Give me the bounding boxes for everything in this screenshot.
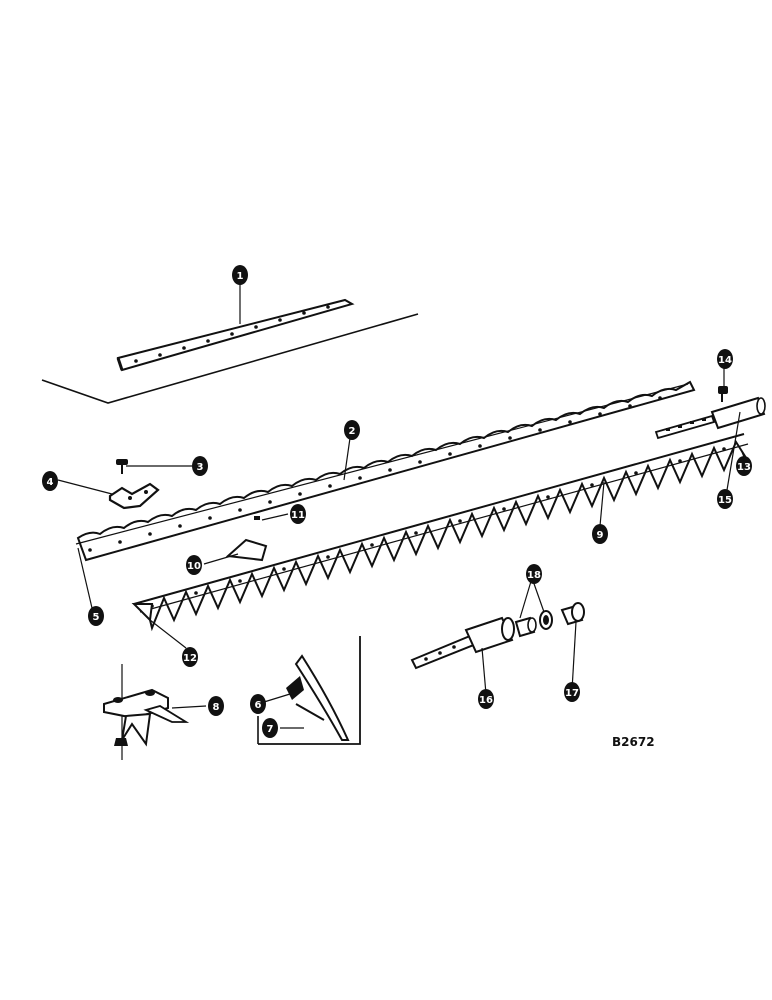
svg-text:12: 12 <box>183 653 197 664</box>
part-11-rivet <box>254 516 260 520</box>
leader-lines <box>57 284 747 729</box>
callout-18: 18 <box>526 564 542 584</box>
svg-text:9: 9 <box>597 530 604 541</box>
callout-5: 5 <box>88 606 104 626</box>
svg-text:14: 14 <box>718 355 732 366</box>
callout-13: 13 <box>736 456 752 476</box>
callout-11: 11 <box>290 504 306 524</box>
drawing-number: B2672 <box>612 735 655 749</box>
svg-text:3: 3 <box>197 462 204 473</box>
part-18-bearing-cups <box>514 610 553 638</box>
svg-text:16: 16 <box>479 695 493 706</box>
part-1-angle-bar <box>41 298 419 404</box>
callout-15: 15 <box>717 489 733 509</box>
callout-12: 12 <box>182 647 198 667</box>
part-4-clip <box>108 482 160 510</box>
part-17-bushing <box>560 602 585 626</box>
part-12-knife-end <box>131 603 154 623</box>
callout-8: 8 <box>208 696 224 716</box>
svg-text:11: 11 <box>291 510 305 521</box>
svg-text:4: 4 <box>47 477 54 488</box>
svg-text:1: 1 <box>237 271 244 282</box>
part-13-knife-back <box>654 414 716 440</box>
svg-text:6: 6 <box>255 700 262 711</box>
svg-text:5: 5 <box>93 612 100 623</box>
part-15-tube <box>710 396 766 430</box>
callout-9: 9 <box>592 524 608 544</box>
svg-text:2: 2 <box>349 426 356 437</box>
hold-down-clip-assembly <box>257 636 361 745</box>
callout-7: 7 <box>262 718 278 738</box>
svg-text:10: 10 <box>187 561 201 572</box>
part-9-knife-sections <box>133 433 751 632</box>
part-3-bolt <box>116 459 128 474</box>
part-8-guard <box>103 664 190 760</box>
part-2-cutter-bar <box>75 380 696 562</box>
svg-text:17: 17 <box>565 688 579 699</box>
callout-3: 3 <box>192 456 208 476</box>
callout-17: 17 <box>564 682 580 702</box>
svg-text:18: 18 <box>527 570 541 581</box>
callout-14: 14 <box>717 349 733 369</box>
callout-16: 16 <box>478 689 494 709</box>
callout-6: 6 <box>250 694 266 714</box>
svg-text:7: 7 <box>267 724 274 735</box>
callout-2: 2 <box>344 420 360 440</box>
part-14-cap-screw <box>718 386 728 402</box>
svg-text:13: 13 <box>737 462 751 473</box>
callout-4: 4 <box>42 471 58 491</box>
callout-1: 1 <box>232 265 248 285</box>
part-16-pitman <box>410 616 515 670</box>
svg-text:8: 8 <box>213 702 220 713</box>
part-10-section-plate <box>225 538 268 562</box>
svg-text:15: 15 <box>718 495 732 506</box>
callout-10: 10 <box>186 555 202 575</box>
